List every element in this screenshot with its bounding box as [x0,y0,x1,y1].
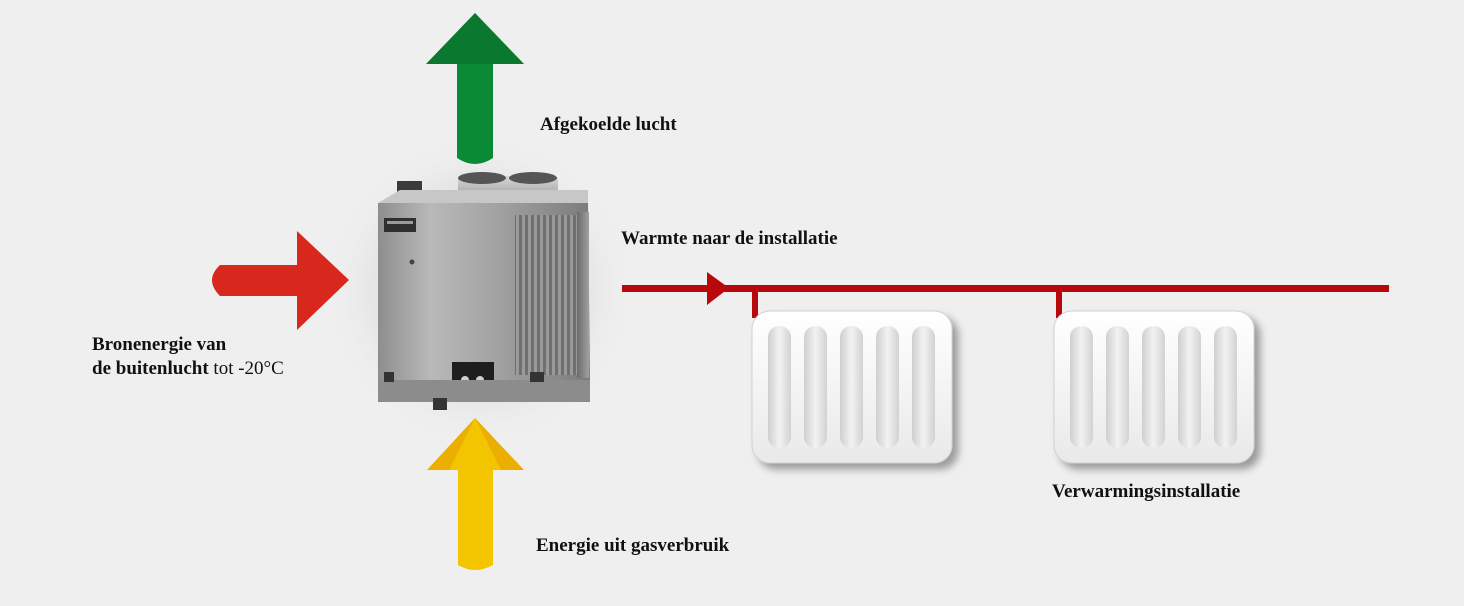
radiator-icon [751,310,953,464]
heat-pump-unit-icon [378,172,590,410]
source-energy-label: Bronenergie van de buitenlucht tot -20°C [92,334,284,379]
source-energy-arrow [212,231,349,330]
gas-energy-label: Energie uit gasverbruik [536,535,730,556]
cooled-air-label: Afgekoelde lucht [540,114,677,135]
radiator-icon [1053,310,1255,464]
flow-direction-arrow [707,272,729,305]
cooled-air-arrow [426,13,524,164]
heat-to-installation-label: Warmte naar de installatie [621,228,838,249]
heating-pipe [622,272,1389,318]
heating-installation-label: Verwarmingsinstallatie [1052,481,1241,502]
gas-energy-arrow [427,418,524,570]
